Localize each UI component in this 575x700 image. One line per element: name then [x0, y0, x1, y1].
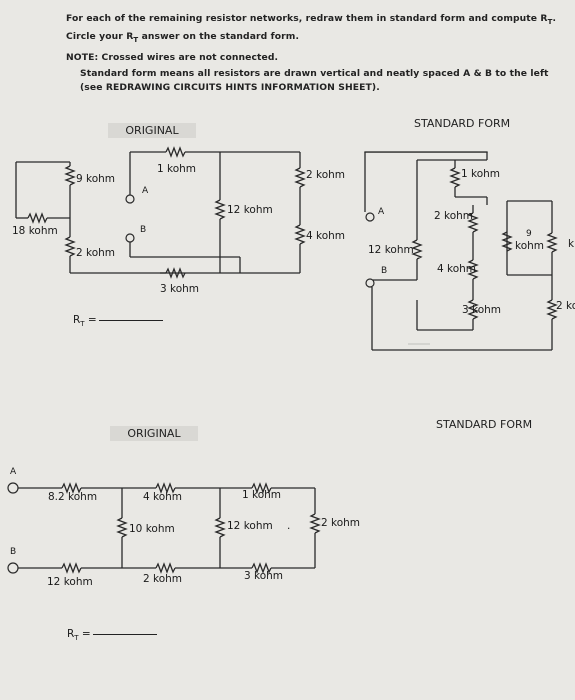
- p2-r8-2-label: 8.2 kohm: [48, 491, 98, 503]
- p1-r12-label: 12 kohm: [227, 204, 273, 216]
- p1-r2b-label: 2 kohm: [306, 169, 346, 181]
- instruction-text: Circle your R: [66, 31, 134, 42]
- p1-original-circuit: [15, 146, 306, 279]
- subscript-t: T: [547, 17, 553, 26]
- p1-r3-label: 3 kohm: [160, 283, 200, 295]
- p2-standard-header: STANDARD FORM: [436, 418, 533, 431]
- instruction-text: For each of the remaining resistor netwo…: [66, 13, 548, 24]
- p1-original-header: ORIGINAL: [108, 123, 196, 138]
- p2-rt-answer-blank: [92, 634, 157, 635]
- rt-r: R: [73, 314, 81, 326]
- p1-node-a-label: A: [142, 186, 149, 196]
- p1s-r9-bottom-label: kohm: [515, 240, 545, 252]
- p1s-r3-label: 3 kohm: [462, 304, 502, 316]
- subscript-t: T: [133, 35, 139, 44]
- p1-r2-label: 2 kohm: [76, 247, 116, 259]
- p2-r12v-label: 12 kohm: [227, 520, 273, 532]
- p2-original-circuit: [7, 482, 321, 574]
- p1s-node-b-label: B: [381, 266, 388, 276]
- p2-original-header: ORIGINAL: [110, 426, 198, 441]
- rt-equals: =: [78, 628, 91, 640]
- p1-r1-label: 1 kohm: [157, 163, 197, 175]
- rt-subscript: T: [74, 634, 79, 643]
- p2-dot-label: .: [287, 520, 291, 532]
- rt-subscript: T: [80, 320, 85, 329]
- p1s-r4-label: 4 kohm: [437, 263, 477, 275]
- p1s-r1-label: 1 kohm: [461, 168, 501, 180]
- p1-standard-circuit: [364, 151, 558, 351]
- p1-rt-answer-blank: [98, 320, 163, 321]
- p1-standard-header: STANDARD FORM: [414, 117, 511, 130]
- p1s-node-a-label: A: [378, 207, 385, 217]
- p1s-k-cut-label: k: [568, 238, 575, 250]
- period: .: [552, 13, 557, 24]
- p1-r9-label: 9 kohm: [76, 173, 116, 185]
- p2-node-a-label: A: [10, 467, 17, 477]
- p2-r10-label: 10 kohm: [129, 523, 175, 535]
- p2-node-b-label: B: [10, 547, 17, 557]
- rt-r: R: [67, 628, 75, 640]
- p1s-r12-label: 12 kohm: [368, 244, 414, 256]
- instruction-text: answer on the standard form.: [138, 31, 300, 42]
- p1-r4-label: 4 kohm: [306, 230, 346, 242]
- note-text: NOTE: Crossed wires are not connected.: [66, 52, 279, 63]
- p2-r2v-label: 2 kohm: [321, 517, 361, 529]
- p2-r3-label: 3 kohm: [244, 570, 284, 582]
- instruction-line-1: For each of the remaining resistor netwo…: [66, 13, 556, 26]
- instruction-line-2: Circle your RT answer on the standard fo…: [66, 31, 299, 44]
- standard-form-reference: (see REDRAWING CIRCUITS HINTS INFORMATIO…: [80, 82, 380, 93]
- rt-equals: =: [84, 314, 97, 326]
- p2-r1-label: 1 kohm: [242, 489, 282, 501]
- p1s-r2-cut-label: 2 ko: [556, 300, 575, 312]
- p2-r2-label: 2 kohm: [143, 573, 183, 585]
- p2-r12-label: 12 kohm: [47, 576, 93, 588]
- standard-form-definition: Standard form means all resistors are dr…: [80, 68, 549, 79]
- p1-r18-label: 18 kohm: [12, 225, 58, 237]
- p1-node-b-label: B: [140, 225, 147, 235]
- p1-rt-label: RT =: [73, 314, 163, 328]
- p1s-r2-label: 2 kohm: [434, 210, 474, 222]
- p2-r4-label: 4 kohm: [143, 491, 183, 503]
- p2-rt-label: RT =: [67, 628, 157, 642]
- p1s-r9-top-label: 9: [526, 229, 532, 239]
